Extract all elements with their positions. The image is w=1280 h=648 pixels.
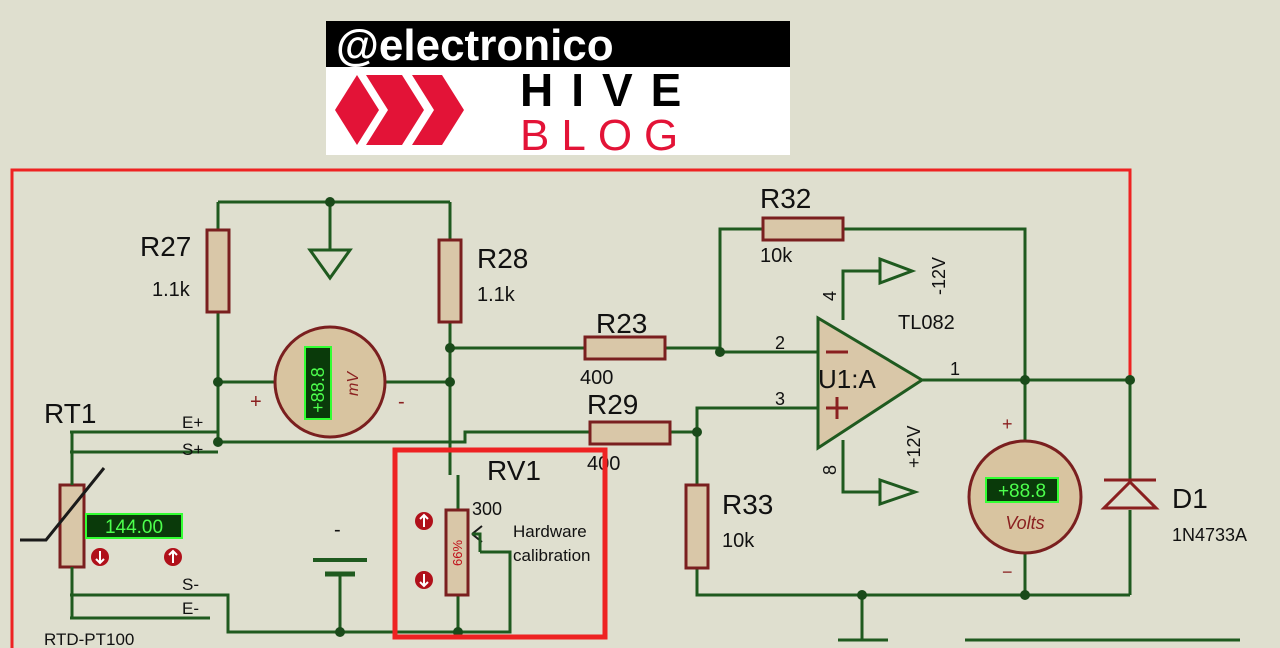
logo-line3: BLOG xyxy=(520,111,690,160)
battery-minus: - xyxy=(334,519,341,541)
r28-value: 1.1k xyxy=(477,284,516,306)
resistor-r29[interactable]: R29 400 xyxy=(587,389,672,475)
u1-model: TL082 xyxy=(898,312,955,334)
rv1-decrease-button[interactable] xyxy=(415,571,433,589)
volt-meter-minus: − xyxy=(1002,562,1013,582)
battery-icon: - xyxy=(313,519,367,600)
r32-label: R32 xyxy=(760,183,811,214)
volt-meter-unit: Volts xyxy=(1005,513,1044,533)
rt1-pin-eplus: E+ xyxy=(182,413,203,432)
power-arrow-icon xyxy=(878,256,920,507)
hive-logo-icon xyxy=(335,75,464,145)
mv-meter-unit: mV xyxy=(345,371,362,396)
rv1-increase-button[interactable] xyxy=(415,512,433,530)
mv-meter-minus: - xyxy=(398,391,405,413)
logo-line2: HIVE xyxy=(520,64,699,116)
rt1-label: RT1 xyxy=(44,398,96,429)
r33-label: R33 xyxy=(722,489,773,520)
logo-line1: @electronico xyxy=(336,21,614,70)
d1-model: 1N4733A xyxy=(1172,525,1247,545)
r23-value: 400 xyxy=(580,367,613,389)
volt-meter-display: +88.8 xyxy=(998,481,1046,502)
rtd-sensor-rt1[interactable]: RT1 E+ S+ S- E- RTD-PT100 144.00 xyxy=(20,398,203,648)
rt1-model: RTD-PT100 xyxy=(44,630,134,648)
zener-diode-d1[interactable]: D1 1N4733A xyxy=(1100,478,1247,545)
opamp-u1[interactable]: U1:A TL082 2 3 1 4 8 -12V +12V xyxy=(775,257,960,475)
rt1-reading: 144.00 xyxy=(105,517,163,538)
r29-label: R29 xyxy=(587,389,638,420)
u1-label: U1:A xyxy=(818,364,876,394)
resistor-r32[interactable]: R32 10k xyxy=(760,183,845,267)
u1-pin8: 8 xyxy=(820,465,840,475)
u1-pin1: 1 xyxy=(950,359,960,379)
module-border xyxy=(10,168,1132,648)
u1-vneg: -12V xyxy=(929,257,949,295)
u1-vpos: +12V xyxy=(904,425,924,468)
rt1-pin-sminus: S- xyxy=(182,575,199,594)
rv1-position: 66% xyxy=(450,540,465,566)
resistor-r33[interactable]: R33 10k xyxy=(684,483,773,570)
r33-value: 10k xyxy=(722,530,755,552)
logo: @electronico HIVE BLOG xyxy=(326,21,790,160)
u1-pin2: 2 xyxy=(775,333,785,353)
d1-label: D1 xyxy=(1172,483,1208,514)
r23-label: R23 xyxy=(596,308,647,339)
u1-pin3: 3 xyxy=(775,389,785,409)
mv-meter-display: +88.8 xyxy=(308,367,328,413)
u1-pin4: 4 xyxy=(820,291,840,301)
millivolt-meter[interactable]: +88.8 mV + - xyxy=(250,325,405,439)
mv-meter-plus: + xyxy=(250,391,262,413)
rt1-pin-splus: S+ xyxy=(182,440,203,459)
r32-value: 10k xyxy=(760,245,793,267)
volt-meter[interactable]: +88.8 Volts + − xyxy=(967,414,1083,582)
annotation-line2: calibration xyxy=(513,546,591,565)
r27-value: 1.1k xyxy=(152,279,191,301)
rv1-label: RV1 xyxy=(487,455,541,486)
rt1-decrease-button[interactable] xyxy=(91,548,109,566)
annotation-line1: Hardware xyxy=(513,522,587,541)
calibration-highlight-box xyxy=(392,447,608,640)
rv1-value: 300 xyxy=(472,499,502,519)
rt1-increase-button[interactable] xyxy=(164,548,182,566)
potentiometer-rv1[interactable]: 66% RV1 300 xyxy=(444,455,541,597)
r27-label: R27 xyxy=(140,231,191,262)
volt-meter-plus: + xyxy=(1002,414,1013,434)
resistor-r27[interactable]: R27 1.1k xyxy=(140,228,231,314)
resistor-r23[interactable]: R23 400 xyxy=(580,308,667,389)
resistor-r28[interactable]: R28 1.1k xyxy=(437,238,528,324)
r28-label: R28 xyxy=(477,243,528,274)
rt1-pin-eminus: E- xyxy=(182,599,199,618)
ground-icon xyxy=(307,248,353,281)
junctions xyxy=(213,197,1135,637)
